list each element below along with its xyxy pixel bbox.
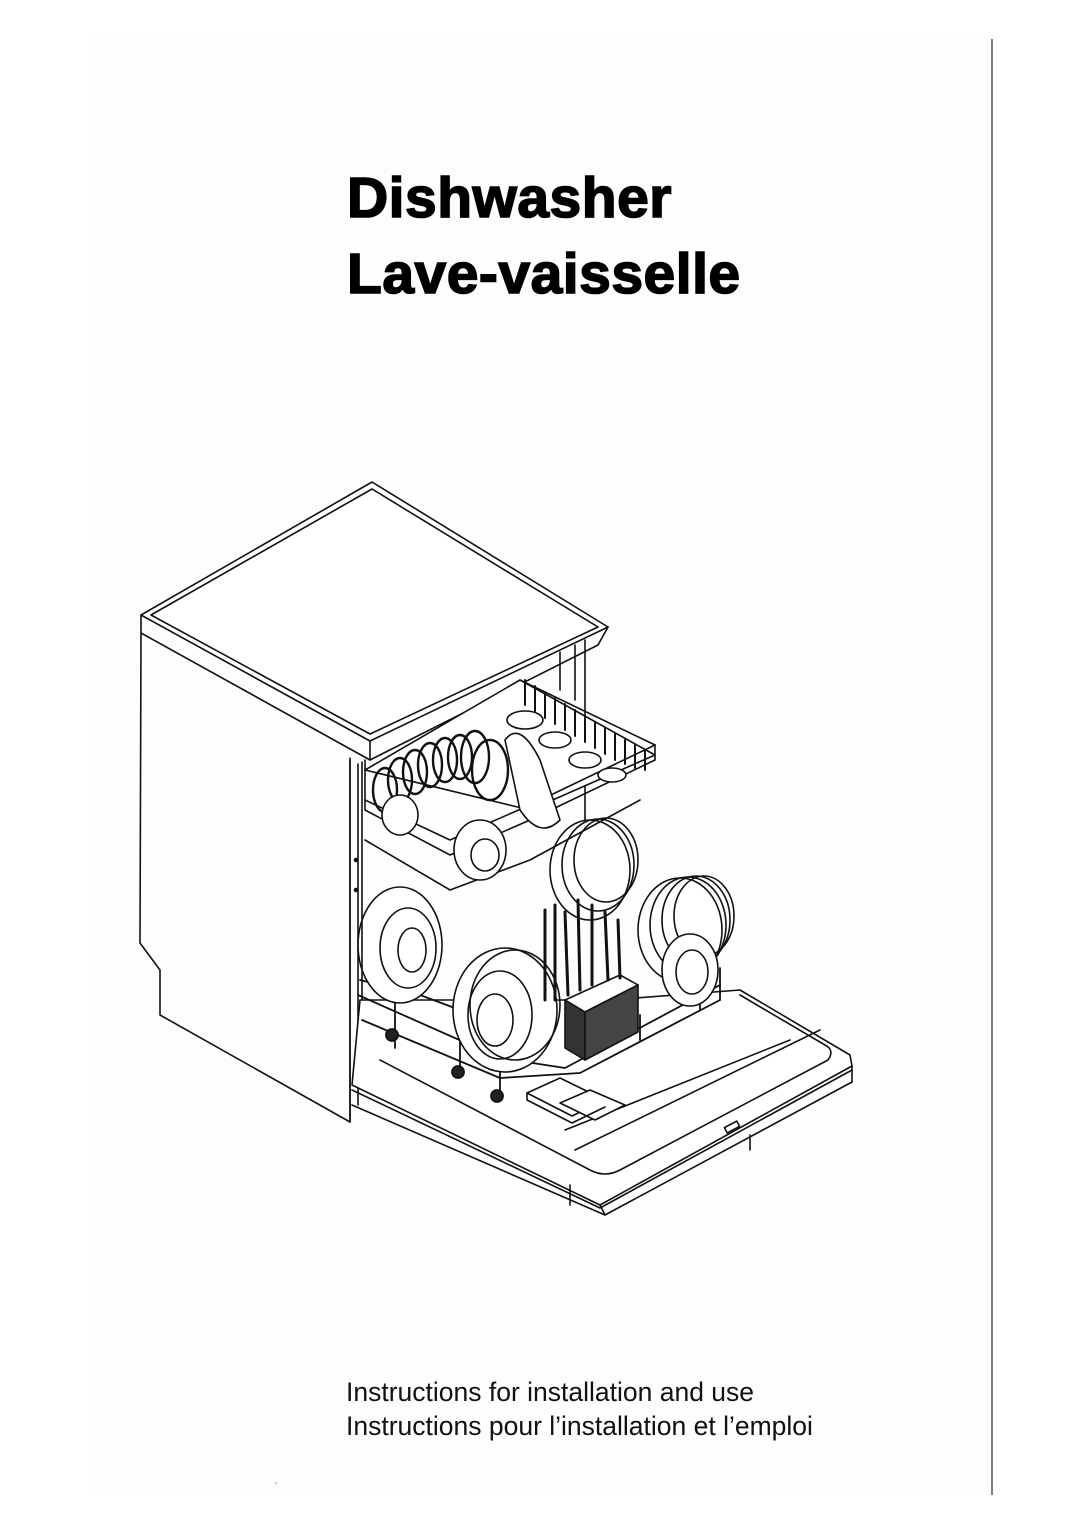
- detergent-dispenser: [526, 1077, 626, 1124]
- scan-speck: [275, 1482, 277, 1484]
- upper-rack: [364, 679, 656, 891]
- worktop: [140, 481, 609, 761]
- title-french: Lave-vaisselle: [346, 241, 741, 307]
- subtitle-english: Instructions for installation and use: [346, 1377, 755, 1407]
- document-title: Dishwasher Lave-vaisselle: [346, 160, 741, 312]
- tub-side: [353, 761, 363, 1001]
- cutlery-basket: [543, 898, 639, 1061]
- lower-plates: [357, 817, 735, 1073]
- subtitle-french: Instructions pour l’installation et l’em…: [346, 1411, 813, 1441]
- document-subtitle: Instructions for installation and use In…: [346, 1375, 813, 1443]
- title-english: Dishwasher: [346, 165, 672, 231]
- page-edge-line: [991, 39, 993, 1495]
